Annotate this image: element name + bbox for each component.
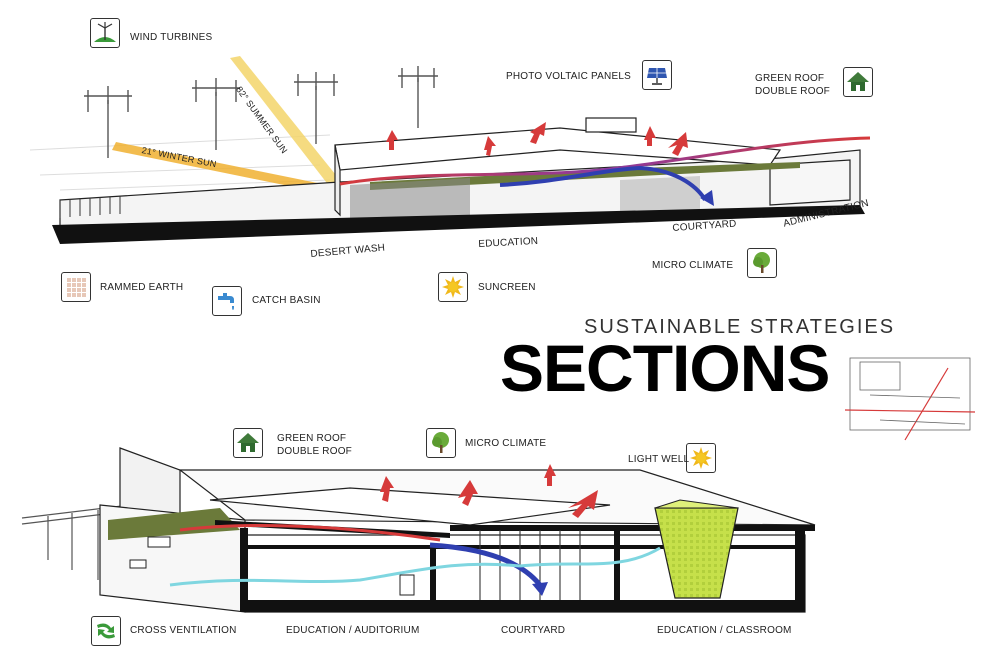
bottom-warm-air (179, 523, 441, 542)
section-subtitle: SUSTAINABLE STRATEGIES (584, 316, 896, 338)
double-roof-label-bottom: DOUBLE ROOF (277, 446, 352, 457)
sun-icon (438, 272, 468, 302)
house-icon (843, 67, 873, 97)
plan-inset (844, 357, 976, 441)
courtyard-label-bottom: COURTYARD (501, 625, 566, 636)
solar-panel-icon (642, 60, 672, 90)
micro-climate-label: MICRO CLIMATE (652, 260, 734, 271)
photovoltaic-label: PHOTO VOLTAIC PANELS (506, 71, 631, 82)
summer-sun-ray (230, 56, 352, 200)
double-roof-label: DOUBLE ROOF (755, 86, 830, 97)
tree-icon (426, 428, 456, 458)
education-auditorium-label: EDUCATION / AUDITORIUM (286, 625, 420, 636)
wind-turbine-group (84, 66, 438, 158)
suncreen-label: SUNCREEN (478, 282, 536, 293)
wind-turbines-label: WIND TURBINES (130, 32, 213, 43)
catch-basin-label: CATCH BASIN (252, 295, 321, 306)
rammed-earth-label: RAMMED EARTH (100, 282, 184, 293)
sun-icon (686, 443, 716, 473)
faucet-icon (212, 286, 242, 316)
education-classroom-label: EDUCATION / CLASSROOM (657, 625, 792, 636)
bottom-blue-air (429, 542, 542, 587)
top-section (29, 56, 871, 244)
cool-air-flow (499, 165, 707, 202)
winter-sun-ray (112, 142, 352, 198)
top-section-base (52, 205, 865, 244)
green-roof-bottom (108, 508, 240, 540)
micro-climate-label-bottom: MICRO CLIMATE (465, 438, 547, 449)
brick-grid-icon (61, 272, 91, 302)
green-roof-label-bottom: GREEN ROOF (277, 433, 347, 444)
house-icon (233, 428, 263, 458)
cross-ventilation-icon (91, 616, 121, 646)
section-title: SECTIONS (500, 331, 830, 405)
warm-air-flow (339, 136, 871, 186)
cross-ventilation-label: CROSS VENTILATION (130, 625, 237, 636)
bottom-breeze (169, 562, 521, 587)
light-well-label: LIGHT WELL (628, 454, 690, 465)
green-roof-label: GREEN ROOF (755, 73, 825, 84)
wind-turbine-icon (90, 18, 120, 48)
tree-icon (747, 248, 777, 278)
bottom-section (21, 447, 816, 613)
